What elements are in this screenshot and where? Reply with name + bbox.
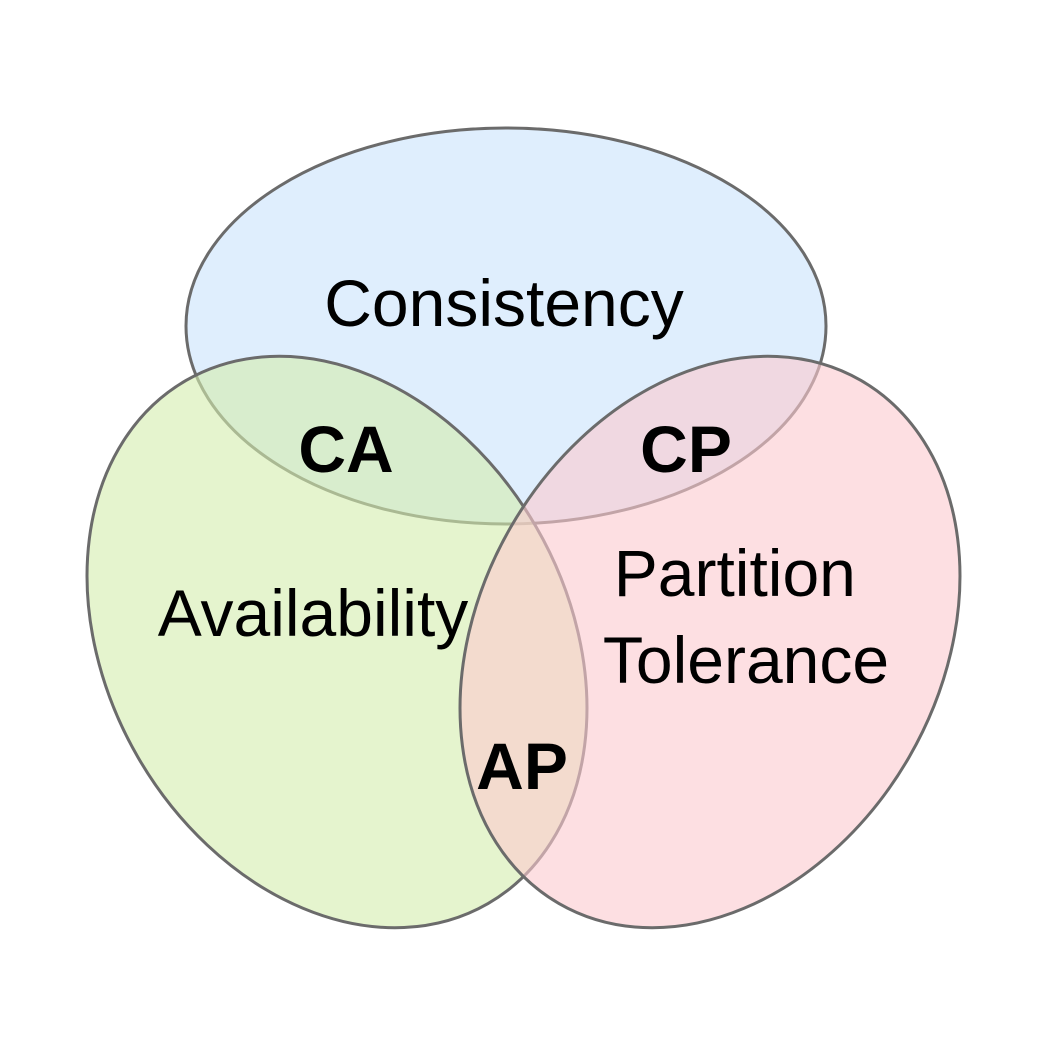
partition-label-line-2: Tolerance	[603, 623, 889, 697]
availability-label: Availability	[158, 576, 469, 650]
partition-label-line-1: Partition	[614, 536, 856, 610]
consistency-label: Consistency	[324, 266, 684, 340]
ap-region-label: AP	[476, 729, 568, 803]
cp-region-label: CP	[640, 412, 732, 486]
partition-tolerance-ellipse	[458, 354, 962, 930]
ca-region-label: CA	[298, 412, 393, 486]
partition-tolerance-label: Partition Tolerance	[603, 536, 889, 697]
